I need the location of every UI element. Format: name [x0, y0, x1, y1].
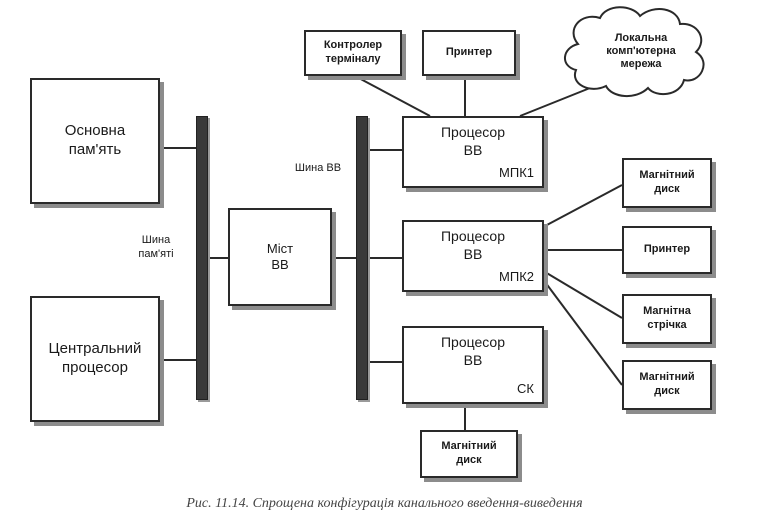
- link-network-mpk1: [519, 87, 591, 117]
- memory-bus-label: Шина пам'яті: [138, 234, 174, 260]
- link-mpk2-tape: [544, 271, 623, 319]
- mag-disk-bottom-box: Магнітний диск: [420, 430, 518, 478]
- mag-tape-box: Магнітна стрічка: [622, 294, 712, 344]
- printer-right-box: Принтер: [622, 226, 712, 274]
- processor-tag: СК: [517, 381, 534, 396]
- cpu-label: Центральний процесор: [48, 340, 142, 376]
- terminal-controller-label: Контролер терміналу: [323, 39, 383, 65]
- mag-disk-1-box: Магнітний диск: [622, 158, 712, 208]
- io-bus-label: Шина ВВ: [294, 162, 342, 174]
- processor-title: Процесор ВВ: [440, 228, 505, 262]
- io-processor-sk: Процесор ВВ СК: [402, 326, 544, 404]
- printer-top-label: Принтер: [445, 46, 493, 59]
- io-bus: [356, 116, 368, 400]
- terminal-controller-box: Контролер терміналу: [304, 30, 402, 76]
- printer-top-box: Принтер: [422, 30, 516, 76]
- io-processor-mpk1: Процесор ВВ МПК1: [402, 116, 544, 188]
- main-memory-box: Основна пам'ять: [30, 78, 160, 204]
- main-memory-label: Основна пам'ять: [64, 122, 126, 158]
- network-cloud-icon: [564, 6, 705, 97]
- processor-title: Процесор ВВ: [440, 334, 505, 368]
- io-bridge-label: Міст ВВ: [266, 240, 294, 272]
- mag-disk-bottom-label: Магнітний диск: [441, 440, 497, 466]
- link-mpk2-disk2: [544, 281, 623, 386]
- mag-disk-1-label: Магнітний диск: [639, 169, 695, 195]
- link-terminal-mpk1: [354, 75, 431, 117]
- processor-tag: МПК1: [499, 165, 534, 180]
- mag-disk-2-box: Магнітний диск: [622, 360, 712, 410]
- processor-tag: МПК2: [499, 269, 534, 284]
- printer-right-label: Принтер: [643, 243, 691, 256]
- cpu-box: Центральний процесор: [30, 296, 160, 422]
- mag-disk-2-label: Магнітний диск: [639, 371, 695, 397]
- io-bridge-box: Міст ВВ: [228, 208, 332, 306]
- processor-title: Процесор ВВ: [440, 124, 505, 158]
- io-processor-mpk2: Процесор ВВ МПК2: [402, 220, 544, 292]
- local-network-label: Локальна комп'ютерна мережа: [606, 32, 676, 71]
- mag-tape-label: Магнітна стрічка: [643, 305, 691, 331]
- figure-caption: Рис. 11.14. Спрощена конфігурація каналь…: [186, 496, 583, 511]
- memory-bus: [196, 116, 208, 400]
- link-mpk2-disk1: [544, 184, 623, 227]
